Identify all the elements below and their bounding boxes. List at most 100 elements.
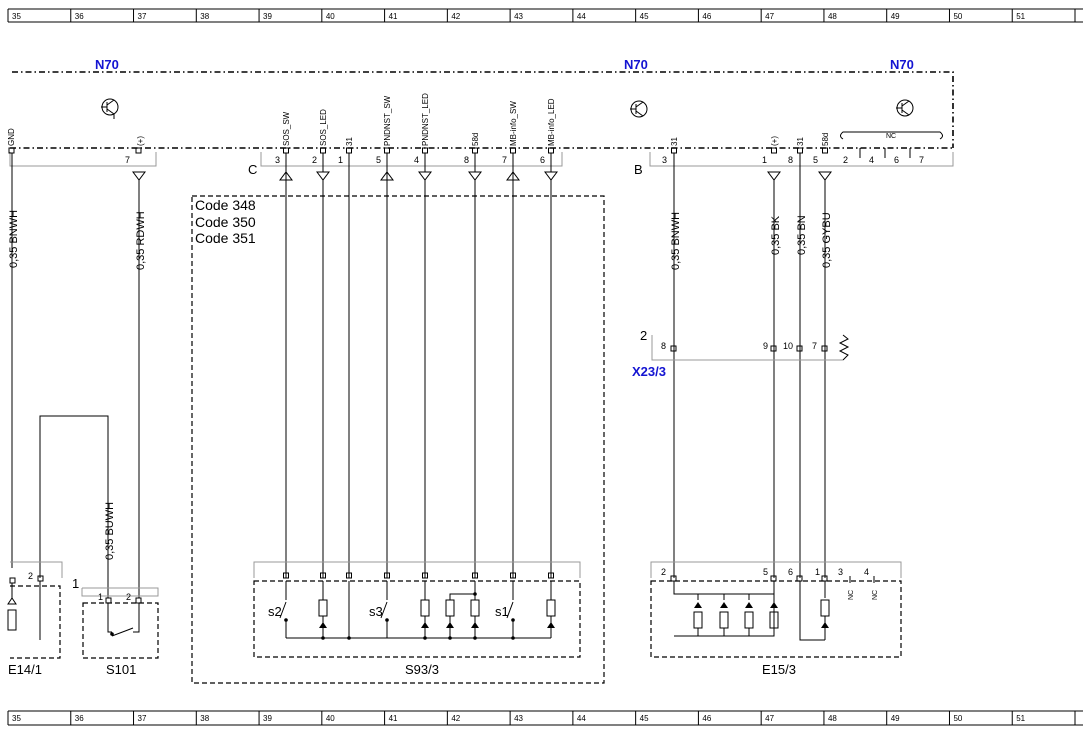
n70-label-mid: N70: [624, 57, 648, 72]
grid-column-number: 39: [263, 714, 272, 723]
connector-c-signal: PNDNST_SW: [383, 95, 392, 146]
wire-label-b1: 0,35 BK: [770, 215, 782, 255]
switch-icon: [506, 601, 514, 619]
e15-nc: NC: [848, 590, 855, 600]
n70-module: N70 N70 N70: [10, 57, 954, 149]
transistor-icon: [101, 98, 119, 119]
e15-pin: 3: [838, 567, 843, 577]
n70-label-right: N70: [890, 57, 914, 72]
grid-column-number: 41: [389, 714, 398, 723]
x23-pin: 7: [812, 341, 817, 351]
grid-column-number: 49: [891, 12, 900, 21]
connector-c-pin: 8: [464, 155, 469, 165]
grid-column-number: 48: [828, 714, 837, 723]
e14-label: E14/1: [8, 662, 42, 677]
x23-pin: 9: [763, 341, 768, 351]
connector-c-signal: 58d: [471, 133, 480, 146]
connector-arrow-icon: [818, 171, 832, 181]
connector-c-pin: 1: [338, 155, 343, 165]
connector-c-pin: 2: [312, 155, 317, 165]
grid-column-number: 47: [765, 714, 774, 723]
connector-arrow-icon: [418, 171, 432, 181]
switch-label: s1: [495, 604, 509, 619]
b-nc-pin: 7: [919, 155, 924, 165]
component-e14: 2 E14/1: [7, 561, 63, 677]
left-pin-7: 7: [125, 155, 130, 165]
wire-label-left-plus: 0,35 RDWH: [135, 211, 147, 270]
e15-pin: 1: [815, 567, 820, 577]
connector-arrow-icon: [132, 171, 146, 181]
connector-b-signal: 58d: [821, 133, 830, 146]
connector-b-pin: 5: [813, 155, 818, 165]
connector-c-signal: SOS_LED: [319, 109, 328, 146]
connector-b-signal: 31: [796, 137, 805, 146]
connector-b-pin: 1: [762, 155, 767, 165]
grid-column-number: 46: [702, 714, 711, 723]
connector-c: C 3SOS_SW2SOS_LED1315PNDNST_SW4PNDNST_LE…: [248, 93, 563, 177]
grid-column-number: 50: [953, 12, 962, 21]
s101-conn-num: 1: [72, 576, 79, 591]
x23-pin: 10: [783, 341, 793, 351]
connector-c-signal: PNDNST_LED: [421, 93, 430, 146]
grid-column-number: 51: [1016, 714, 1025, 723]
grid-column-number: 35: [12, 12, 21, 21]
connector-arrow-icon: [468, 171, 482, 181]
e15-pin: 6: [788, 567, 793, 577]
grid-column-number: 37: [138, 12, 147, 21]
connector-c-signal: MB-info_SW: [509, 101, 518, 146]
b-nc-pin: 4: [869, 155, 874, 165]
grid-column-number: 38: [200, 714, 209, 723]
grid-column-number: 44: [577, 12, 586, 21]
led-icon: [720, 602, 728, 608]
grid-column-number: 41: [389, 12, 398, 21]
switch-icon: [380, 601, 388, 619]
gnd-pin-label: GND: [7, 128, 16, 146]
grid-column-number: 44: [577, 714, 586, 723]
connector-c-label: C: [248, 162, 257, 177]
grid-column-number: 50: [953, 714, 962, 723]
grid-column-number: 51: [1016, 12, 1025, 21]
grid-column-number: 36: [75, 714, 84, 723]
component-s101: 1 1 2 S101: [72, 576, 159, 677]
e15-pin: 4: [864, 567, 869, 577]
wire-label-b8: 0,35 BN: [796, 215, 808, 255]
x23-conn-num: 2: [640, 328, 647, 343]
b-nc-label: NC: [886, 133, 896, 140]
led-icon: [745, 602, 753, 608]
wire-label-b5: 0,35 GYBU: [821, 212, 833, 268]
left-wires: 0,35 BNWH 0,35 RDWH 0,35 BUWH: [8, 153, 147, 598]
grid-column-number: 43: [514, 714, 523, 723]
led-icon: [770, 602, 778, 608]
n70-label-left: N70: [95, 57, 119, 72]
connector-arrow-icon: [767, 171, 781, 181]
grid-column-number: 45: [640, 12, 649, 21]
grid-column-number: 48: [828, 12, 837, 21]
switch-label: s3: [369, 604, 383, 619]
switch-icon: [279, 601, 287, 619]
connector-c-signal: SOS_SW: [282, 111, 291, 146]
led-icon: [694, 602, 702, 608]
connector-c-pin: 6: [540, 155, 545, 165]
e15-nc: NC: [872, 590, 879, 600]
connector-b-wires: 0,35 BNWH 0,35 BK 0,35 BN 0,35 GYBU: [670, 153, 833, 578]
grid-column-number: 49: [891, 714, 900, 723]
connector-b-signal: 31: [670, 137, 679, 146]
wire-label-s101: 0,35 BUWH: [104, 502, 116, 560]
led-icon: [7, 597, 17, 605]
left-plus-label: (+): [136, 136, 145, 146]
grid-column-number: 47: [765, 12, 774, 21]
x23-label: X23/3: [632, 364, 666, 379]
connector-c-pin: 4: [414, 155, 419, 165]
connector-c-pin: 5: [376, 155, 381, 165]
left-connector: GND (+) 7: [7, 128, 157, 181]
grid-column-number: 40: [326, 12, 335, 21]
connector-c-wires: [279, 153, 558, 578]
x23-connector: 2 X23/3 8 9 10 7: [632, 328, 850, 379]
grid-column-number: 37: [138, 714, 147, 723]
grid-column-number: 42: [451, 12, 460, 21]
